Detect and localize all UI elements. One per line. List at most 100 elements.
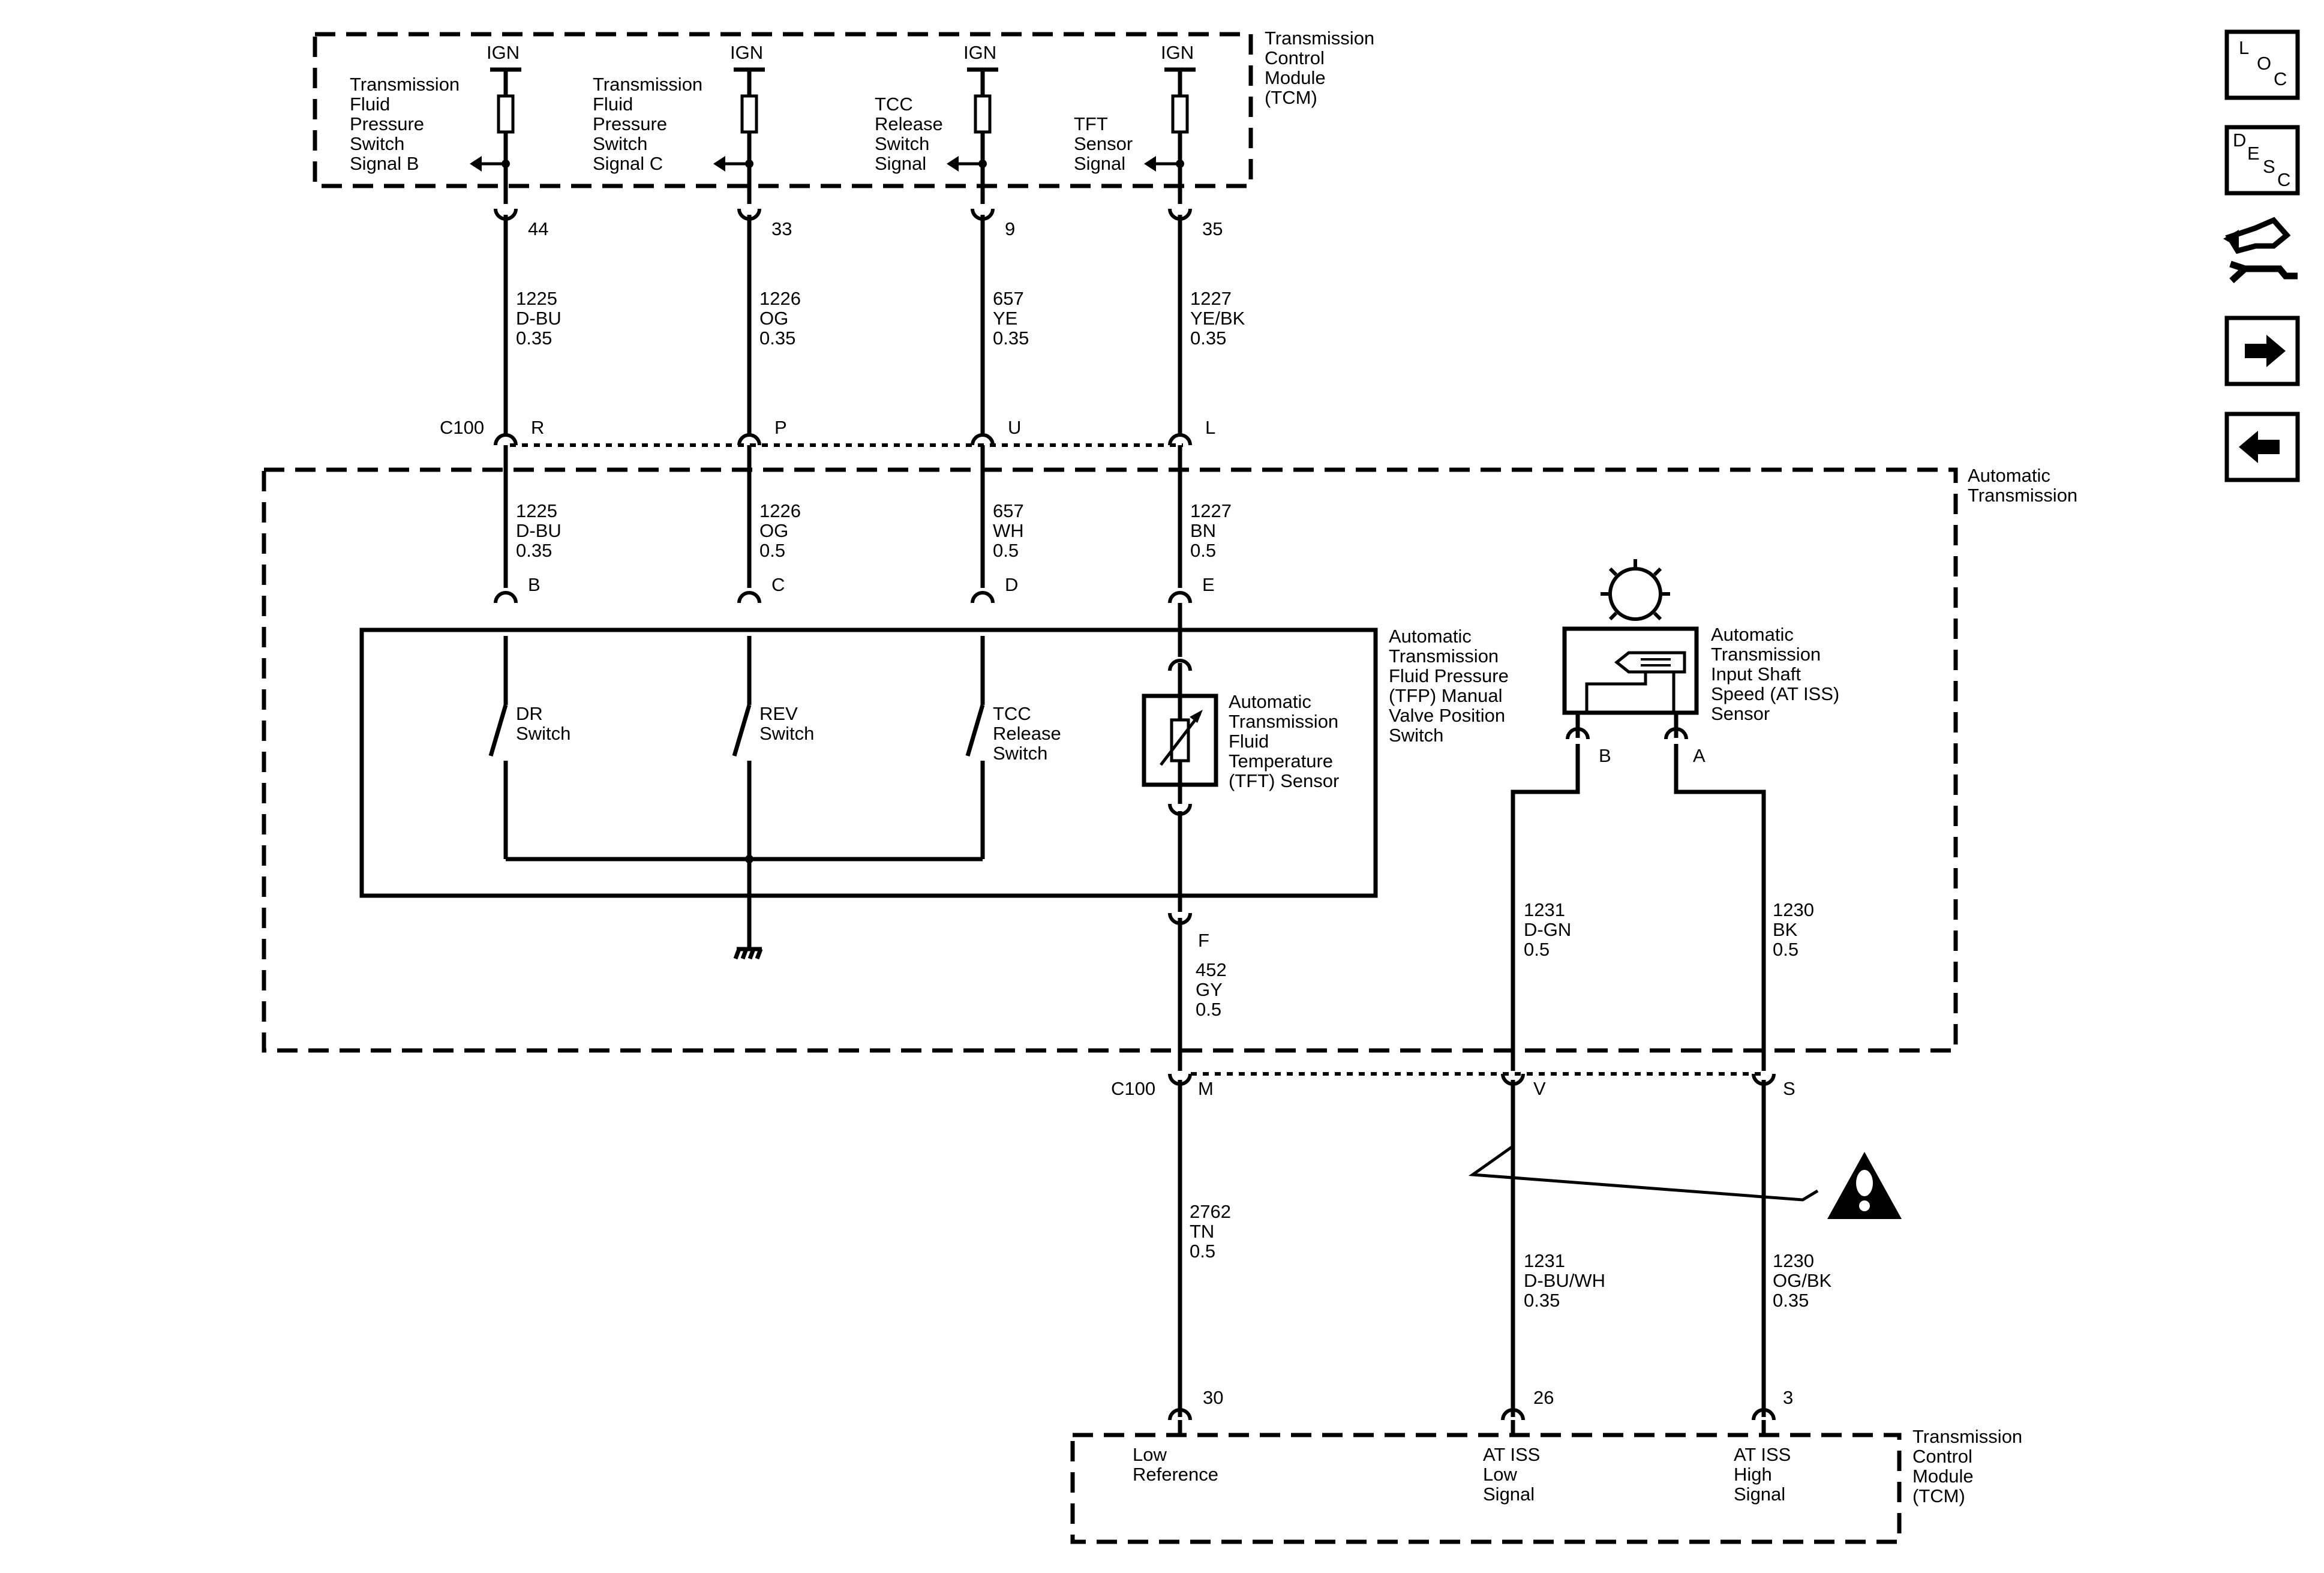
svg-text:BK: BK [1773,919,1798,940]
wire-label-line: 0.35 [993,328,1029,349]
tcm-pin-number: 9 [1005,218,1015,239]
tfp-switch-box [359,628,1378,898]
svg-text:0.35: 0.35 [1773,1290,1809,1311]
wire-label-line: 1226 [759,288,801,309]
svg-text:DR: DR [516,703,543,724]
at-iss-low-circuit-lower: V 1231 D-BU/WH 0.35 26 [1511,1078,1605,1417]
signal-label-line: Signal B [350,153,419,174]
svg-text:0.5: 0.5 [1190,1241,1215,1262]
iss-sensor: Automatic Transmission Input Shaft Speed… [1562,559,1839,740]
tcm-bottom-label: Transmission Control Module (TCM) [1912,1426,2022,1506]
ign-label: IGN [487,42,520,63]
c100-terminal [737,433,761,446]
pullup-resistor [1171,94,1189,134]
svg-text:OG/BK: OG/BK [1773,1270,1832,1291]
svg-text:Signal: Signal [1483,1484,1535,1505]
desc-button[interactable]: D E S C [2224,125,2300,196]
wire-label-line: YE [993,308,1017,329]
wire-label-line: 1226 [759,500,801,521]
svg-text:(TFP) Manual: (TFP) Manual [1389,685,1502,706]
signal-label-line: Signal C [593,153,663,174]
transmission-pin-letter: E [1202,574,1215,595]
svg-text:L: L [2239,37,2249,58]
tcm-bottom-box [1070,1433,1902,1544]
svg-text:E: E [2247,143,2260,164]
wire-label-line: D-BU [516,308,562,329]
svg-text:Speed (AT ISS): Speed (AT ISS) [1711,683,1839,704]
svg-text:GY: GY [1196,979,1223,1000]
tcm-low-reference-label: Low Reference [1133,1444,1218,1485]
wire-label-line: 1227 [1190,500,1232,521]
c100-bottom-label: C100 [1111,1078,1155,1099]
svg-text:Switch: Switch [1389,725,1443,746]
svg-text:3: 3 [1783,1387,1793,1408]
svg-text:Automatic: Automatic [1711,624,1794,645]
wire-label-line: YE/BK [1190,308,1245,329]
signal-arrow [470,156,482,172]
signal-label-line: Signal [875,153,926,174]
c100-terminal [971,433,995,446]
svg-text:2762: 2762 [1190,1201,1231,1222]
signal-label-line: Switch [875,133,929,154]
svg-text:0.5: 0.5 [1524,939,1550,960]
signal-label-line: Release [875,113,943,134]
loc-button[interactable]: L O C [2224,29,2300,100]
svg-text:0.5: 0.5 [1773,939,1798,960]
hand-wrench-button[interactable] [2223,217,2298,284]
signal-arrow [713,156,725,172]
svg-text:Sensor: Sensor [1711,703,1770,724]
svg-text:C: C [2277,169,2290,190]
automatic-transmission-box [262,467,1958,1053]
svg-text:0.35: 0.35 [1524,1290,1560,1311]
dr-switch: DR Switch [488,636,571,859]
tfp-signal-b-circuit: IGNTransmissionFluidPressureSwitchSignal… [350,42,562,604]
wire-label-line: 0.5 [1190,540,1216,561]
c100-pin-letter: L [1205,417,1215,438]
rev-switch: REV Switch [732,636,814,859]
svg-text:1231: 1231 [1524,1250,1565,1271]
svg-text:REV: REV [759,703,798,724]
signal-arrow [1144,156,1156,172]
twisted-pair-mark [1468,1145,1819,1202]
wire-label-line: 1225 [516,288,557,309]
signal-label-line: Signal [1074,153,1125,174]
tcm-bottom-terminals [1168,1408,1776,1435]
transmission-terminal [737,591,761,604]
iss-high-circuit: A 1230 BK 0.5 [1674,744,1814,1056]
svg-text:TCC: TCC [993,703,1031,724]
component-location-icon [1601,559,1670,621]
svg-text:O: O [2257,53,2271,74]
ign-label: IGN [1161,42,1194,63]
svg-text:TN: TN [1190,1221,1214,1242]
previous-button[interactable] [2224,412,2300,482]
svg-text:F: F [1198,930,1209,951]
wire-label-line: 0.35 [1190,328,1226,349]
svg-text:Transmission: Transmission [1389,646,1499,667]
desc-icon: D E S C [2233,130,2290,190]
transmission-terminal [971,591,995,604]
tft-f-terminal: F 452 GY 0.5 [1168,896,1227,1056]
pullup-resistor [740,94,758,134]
svg-text:1230: 1230 [1773,1250,1814,1271]
svg-text:AT ISS: AT ISS [1734,1444,1791,1465]
wire-label-line: 0.35 [516,540,552,561]
c100-terminal [494,433,518,446]
tcm-at-iss-high-label: AT ISS High Signal [1734,1444,1791,1505]
signal-label-line: Pressure [593,113,667,134]
tcm-at-iss-low-label: AT ISS Low Signal [1483,1444,1540,1505]
transmission-pin-letter: D [1005,574,1018,595]
svg-text:Temperature: Temperature [1229,751,1333,772]
svg-text:Valve Position: Valve Position [1389,705,1505,726]
wire-label-line: 0.35 [759,328,795,349]
warning-icon [1827,1152,1902,1219]
svg-text:High: High [1734,1464,1772,1485]
wire-label-line: 657 [993,288,1024,309]
svg-text:Fluid: Fluid [1229,731,1269,752]
svg-text:Fluid Pressure: Fluid Pressure [1389,665,1509,686]
svg-text:Transmission: Transmission [1912,1426,2022,1447]
svg-text:0.5: 0.5 [1196,999,1221,1020]
pullup-resistor [497,94,515,134]
wire-label-line: 0.5 [993,540,1019,561]
next-button[interactable] [2224,316,2300,386]
